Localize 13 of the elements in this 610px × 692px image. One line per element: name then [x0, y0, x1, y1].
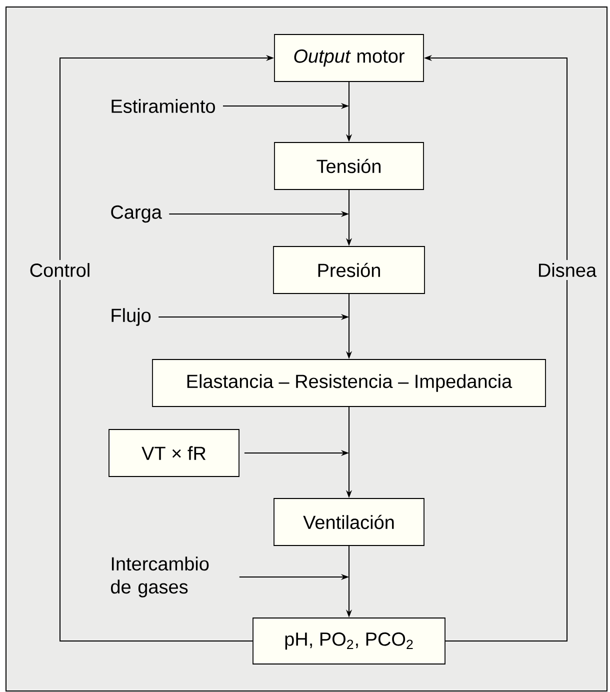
process-box: Output motor [274, 34, 424, 82]
input-text: Intercambio de gases [111, 556, 209, 598]
input-text: Carga [111, 205, 162, 223]
input-text: Flujo [112, 308, 151, 326]
process-box: Presión [273, 246, 425, 294]
process-box: Tensión [274, 142, 424, 190]
process-box: Elastancia – Resistencia – Impedancia [152, 359, 546, 407]
process-box: Ventilación [274, 498, 424, 546]
edge-label: Control [26, 260, 94, 280]
input-text: Estiramiento [112, 99, 215, 113]
edge-label: Disnea [534, 260, 600, 280]
process-box: VT × fR [108, 429, 240, 477]
process-box: pH, PO$_{2}$, PCO$_{2}$ [252, 618, 446, 664]
